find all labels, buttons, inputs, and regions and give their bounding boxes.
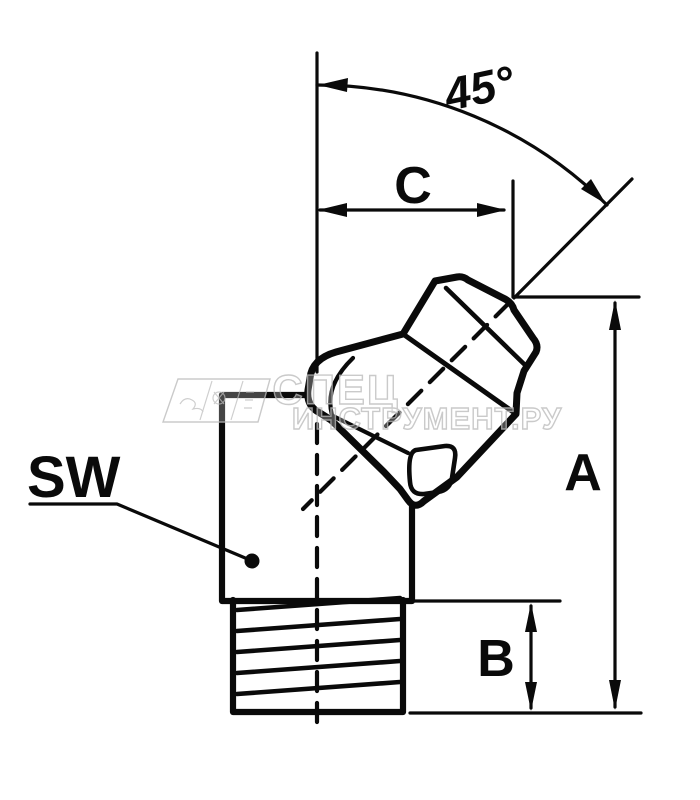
head-axis-centerline-dashed <box>300 300 512 512</box>
watermark-logo <box>162 378 271 423</box>
centerlines <box>300 300 512 736</box>
sw-leader-line <box>28 502 252 562</box>
watermark-line2: ИНСТРУМЕНТ.РУ <box>292 401 562 436</box>
a-arrowhead-bottom <box>609 680 621 710</box>
angle-arc <box>315 83 609 207</box>
b-label: B <box>477 630 515 688</box>
watermark: СПЕЦ ИНСТРУМЕНТ.РУ <box>162 365 562 437</box>
watermark-line1: СПЕЦ <box>272 366 399 413</box>
a-arrowhead-top <box>609 300 621 330</box>
sw-label: SW <box>27 445 121 510</box>
sw-leader-dot <box>244 553 260 569</box>
b-arrowhead-bottom <box>525 682 537 711</box>
axis-diagonal-line <box>512 177 634 300</box>
a-label: A <box>564 444 602 502</box>
head-cap-chamfer-right <box>406 443 458 497</box>
dimension-lines <box>28 51 643 715</box>
c-arrowhead-left <box>318 203 347 217</box>
head-hex-cone-boundary <box>400 331 519 417</box>
head-cap-chamfer-left <box>328 355 356 418</box>
arc-arrowhead-bottom <box>581 179 606 204</box>
arc-arrowhead-top <box>318 78 348 92</box>
angle-label: 45° <box>439 55 519 121</box>
b-arrowhead-top <box>525 603 537 632</box>
c-label: C <box>394 157 432 215</box>
head-cap-face-line <box>330 413 411 456</box>
c-arrowhead-right <box>477 203 506 217</box>
